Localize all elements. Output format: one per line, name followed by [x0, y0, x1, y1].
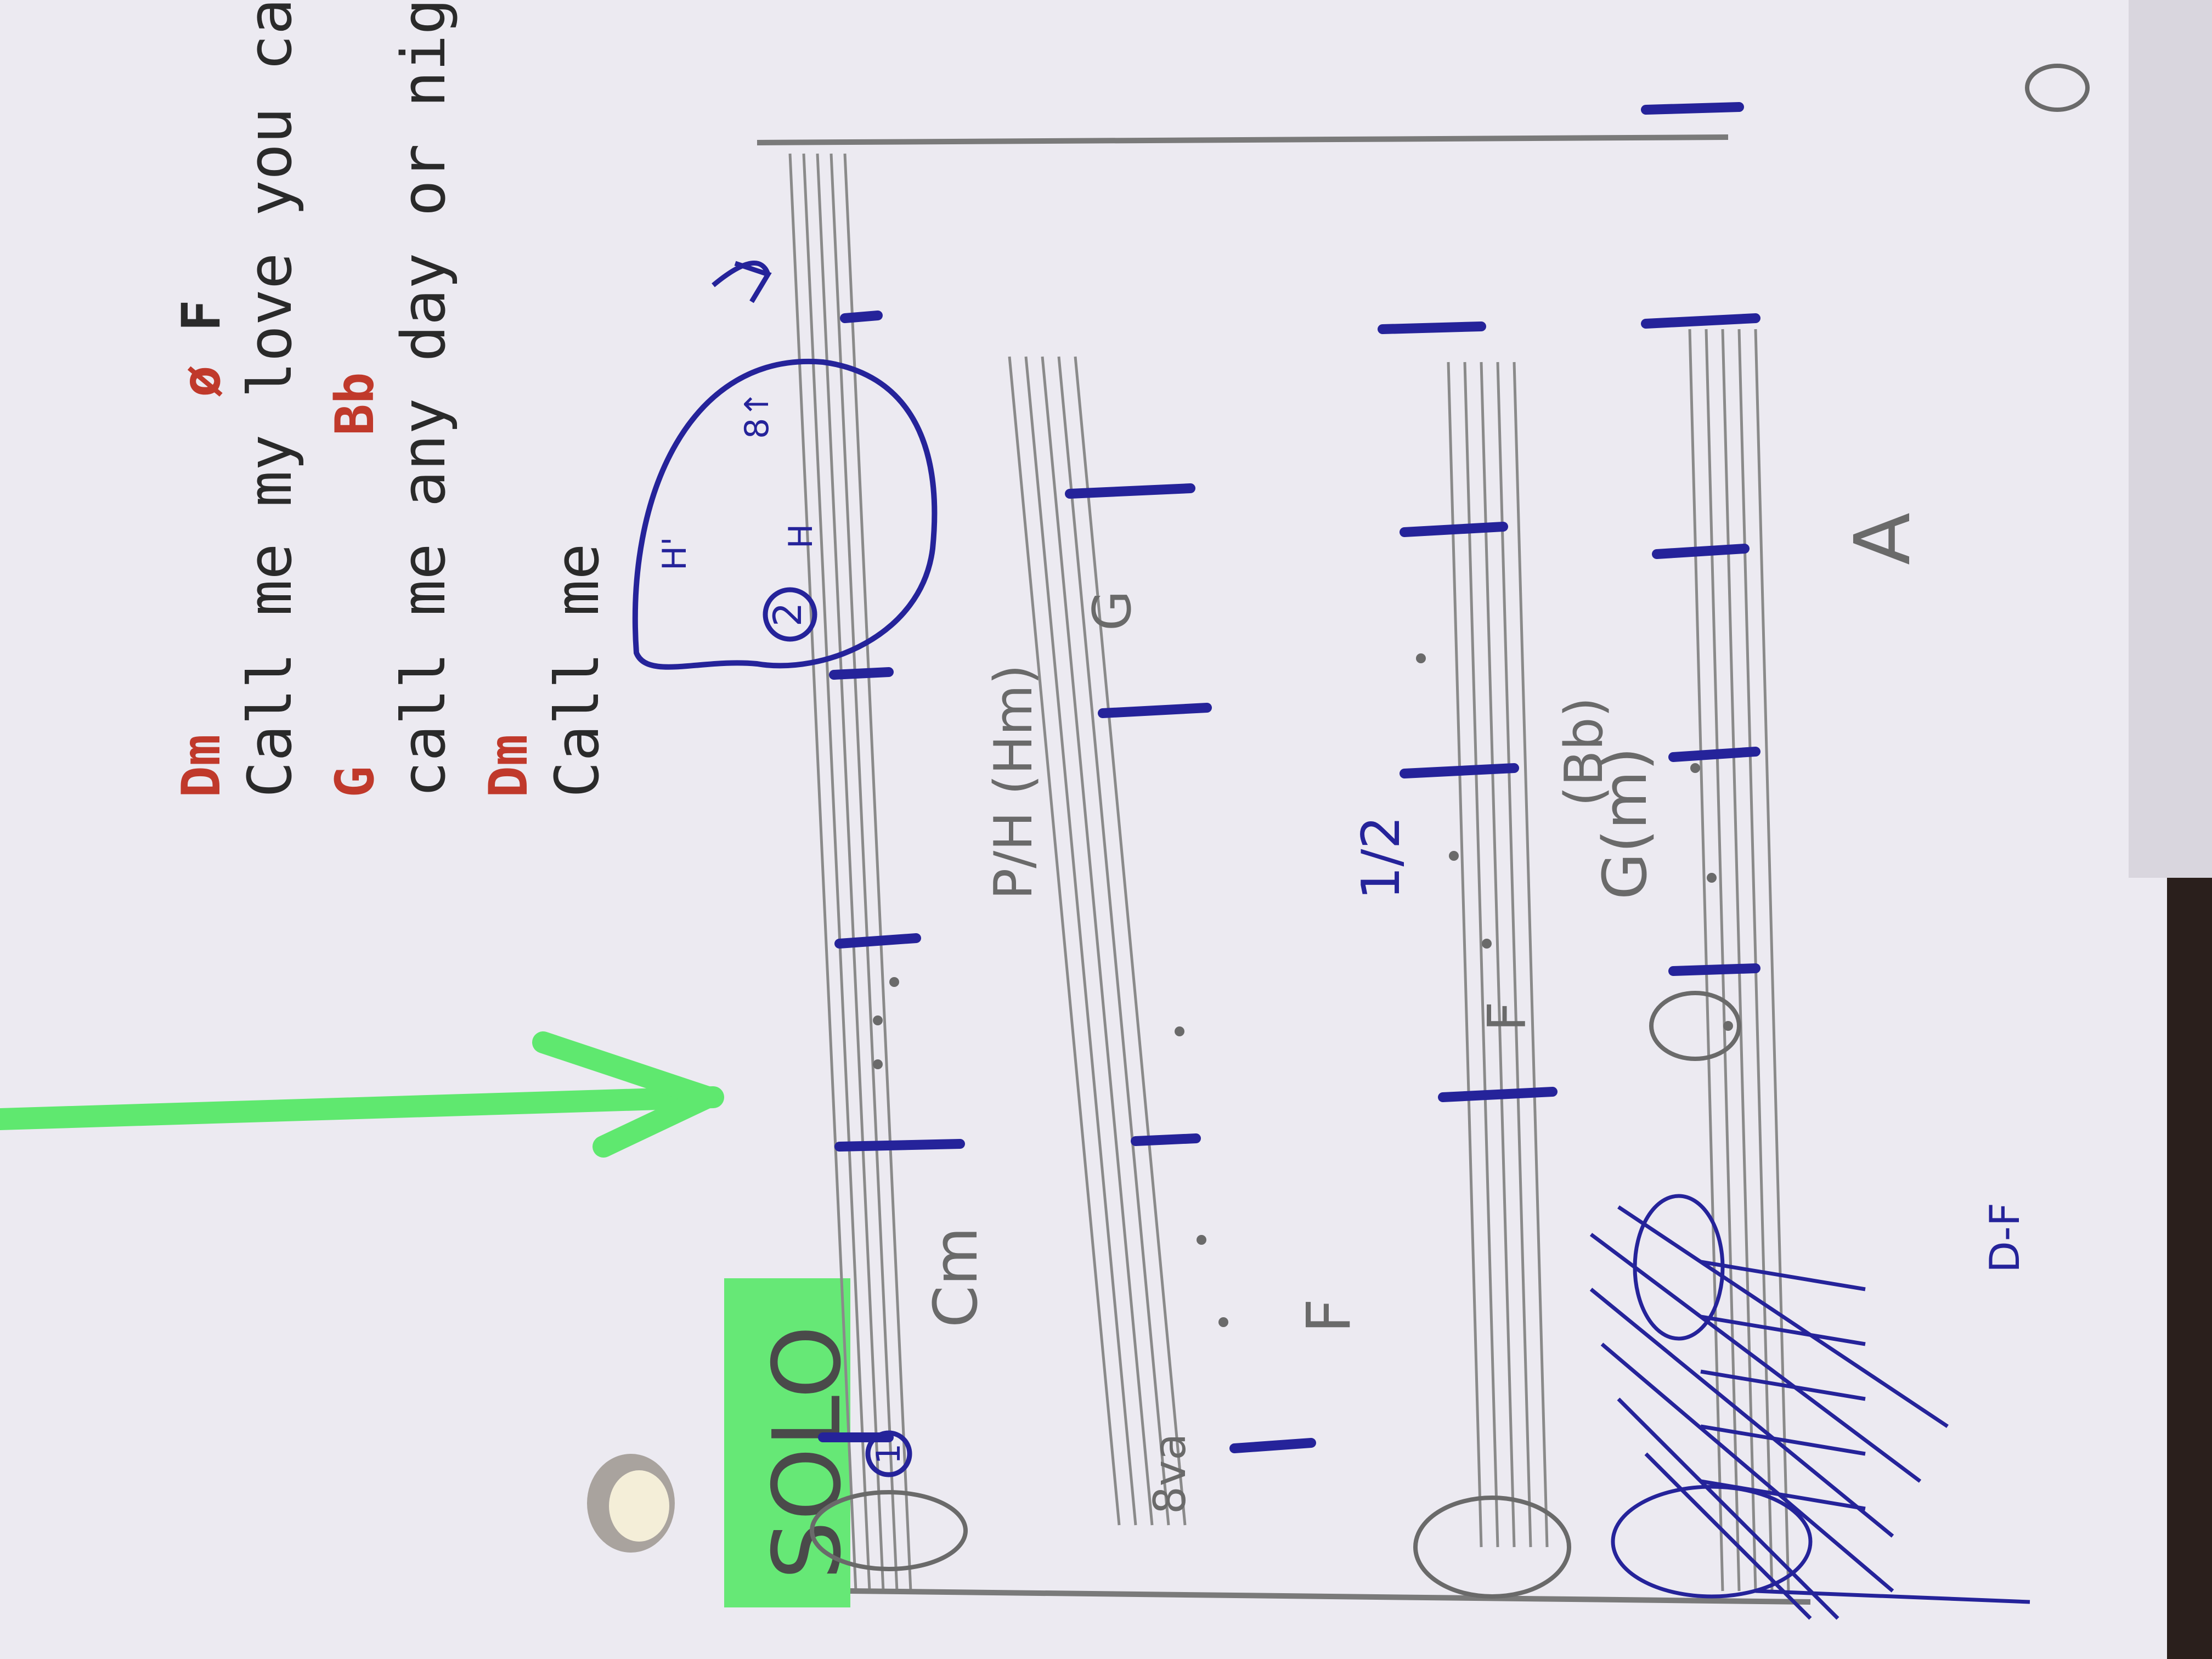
chord-mark-bb: (Bb) [1554, 697, 1615, 806]
chord-mark-a: A [1838, 512, 1928, 565]
crossed-out-section [1589, 1194, 2030, 1620]
staff-1 [788, 153, 912, 1592]
lyric-line-1: Call me my love you can [235, 0, 305, 798]
punched-hole-light [609, 1470, 669, 1542]
ending-1-number: 1 [870, 1443, 908, 1464]
underlying-page [2129, 0, 2212, 878]
ending-2-bubble: 2 H' H 8↑ [632, 261, 938, 670]
hammer-mark-h-prime: H' [656, 537, 694, 571]
chord-f: F [171, 300, 232, 331]
octave-mark: 8va [1144, 1434, 1195, 1514]
ending-1-circle [865, 1430, 912, 1477]
chord-mark-f-2: F [1477, 1001, 1538, 1031]
chord-g: G [324, 766, 386, 798]
top-brace-line [757, 134, 1729, 145]
chord-bb: Bb [324, 372, 386, 436]
staff-2 [1008, 356, 1187, 1526]
chord-mark-g: G [1082, 590, 1143, 631]
chord-mark-gm: G(m) [1590, 747, 1660, 900]
ending-2-number: 2 [765, 602, 810, 627]
ending-2-circle [763, 587, 817, 642]
lyrics-block: Dm Call me my love you can ø F G Bb call… [171, 0, 612, 798]
bottom-line [850, 1588, 1811, 1605]
chord-dm-1: Dm [171, 734, 232, 798]
bubble-arrow [712, 261, 771, 287]
note-dots [873, 653, 1733, 1327]
green-arrow [0, 1031, 724, 1158]
chord-mark-f: F [1294, 1299, 1364, 1333]
lyric-line-2: call me any day or night [388, 0, 459, 798]
hammer-mark-h: H [782, 524, 820, 549]
technique-mark: P/H (Hm) [984, 664, 1044, 900]
clef-marks [810, 991, 1741, 1599]
coda-mark: D-F [1980, 1203, 2029, 1273]
octave-mark-2: 8↑ [738, 391, 776, 439]
table-edge [2167, 878, 2212, 1659]
staff-3 [1447, 362, 1549, 1548]
chord-dm-2: Dm [478, 734, 539, 798]
chord-slash-f: ø [171, 365, 232, 397]
fraction-mark: 1/2 [1351, 816, 1412, 900]
whole-note [2025, 64, 2090, 112]
solo-label: SOLO [753, 1325, 862, 1580]
chord-mark-cm: Cm [921, 1227, 991, 1328]
lyric-line-3: Call me [542, 543, 612, 798]
